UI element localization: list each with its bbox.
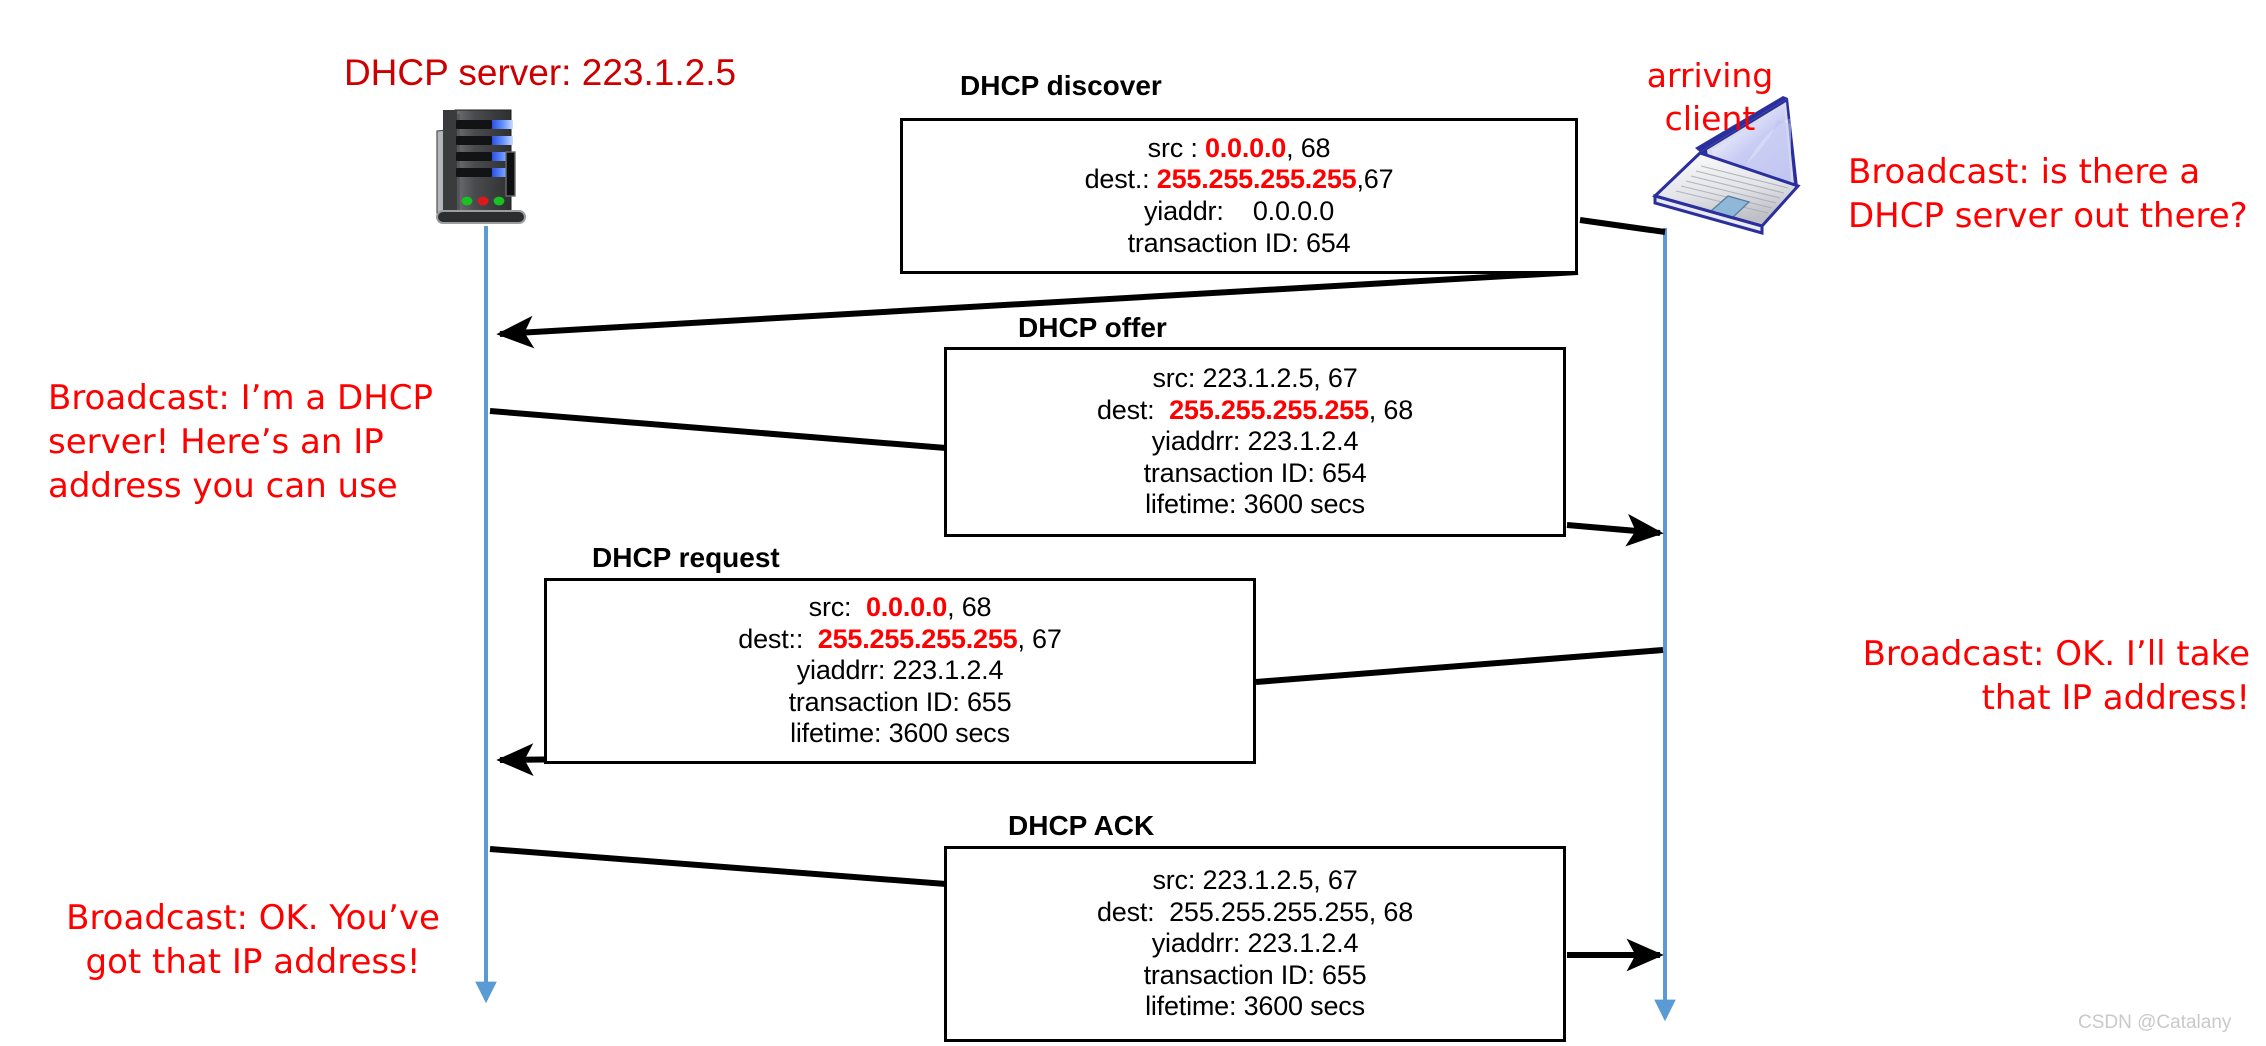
field-label: yiaddr: bbox=[1143, 196, 1253, 226]
arrow-discover-to-server bbox=[496, 269, 1579, 349]
field-label: dest.: bbox=[1084, 164, 1157, 195]
arrow-offer-to-client bbox=[1566, 513, 1664, 547]
message-field: transaction ID: 655 bbox=[789, 687, 1012, 719]
message-field: src: 0.0.0.0, 68 bbox=[809, 592, 992, 624]
server-tower-icon bbox=[436, 109, 526, 224]
field-label: transaction ID: bbox=[1143, 959, 1322, 990]
arrow-request-from-client bbox=[1255, 647, 1664, 685]
message-field: lifetime: 3600 secs bbox=[1145, 991, 1365, 1023]
field-value: 255.255.255.255 bbox=[1169, 896, 1369, 927]
message-field: dest: 255.255.255.255, 68 bbox=[1097, 395, 1413, 427]
client-caption: arriving client bbox=[1646, 56, 1774, 138]
field-label: dest: bbox=[1096, 394, 1170, 425]
dhcp-offer-title: DHCP offer bbox=[1018, 312, 1167, 343]
message-field: dest: 255.255.255.255, 68 bbox=[1097, 897, 1413, 929]
message-field: yiaddrr: 223.1.2.4 bbox=[1152, 928, 1359, 960]
field-label: yiaddrr: bbox=[796, 655, 893, 686]
field-value: 3600 secs bbox=[888, 718, 1010, 749]
field-label: src : bbox=[1147, 132, 1205, 163]
dhcp-ack-title: DHCP ACK bbox=[1008, 810, 1155, 841]
arrow-discover-from-client bbox=[1579, 217, 1666, 235]
message-field: yiaddrr: 223.1.2.4 bbox=[797, 655, 1004, 687]
message-field: src: 223.1.2.5, 67 bbox=[1152, 865, 1357, 897]
arrow-offer-from-server bbox=[489, 408, 947, 451]
message-field: lifetime: 3600 secs bbox=[790, 718, 1010, 750]
field-label: lifetime: bbox=[1145, 489, 1244, 520]
field-label: lifetime: bbox=[790, 718, 889, 749]
field-label: src: bbox=[1152, 865, 1203, 896]
field-value: 223.1.2.5 bbox=[1202, 363, 1314, 394]
message-field: yiaddrr: 223.1.2.4 bbox=[1152, 426, 1359, 458]
field-label: src: bbox=[1152, 363, 1203, 394]
field-value: 655 bbox=[966, 686, 1012, 717]
field-label: transaction ID: bbox=[788, 686, 967, 717]
field-tail: , 68 bbox=[947, 592, 992, 623]
field-tail: , 67 bbox=[1017, 623, 1062, 654]
message-field: src: 223.1.2.5, 67 bbox=[1152, 363, 1357, 395]
field-value: 0.0.0.0 bbox=[865, 592, 948, 623]
field-tail: , 68 bbox=[1368, 896, 1414, 927]
message-field: transaction ID: 655 bbox=[1144, 960, 1367, 992]
message-field: transaction ID: 654 bbox=[1128, 228, 1351, 260]
field-value: 255.255.255.255 bbox=[1169, 394, 1369, 425]
arrow-ack-from-server bbox=[489, 846, 947, 887]
field-tail: , 67 bbox=[1313, 865, 1358, 896]
field-value: 255.255.255.255 bbox=[1156, 164, 1357, 195]
laptop-icon bbox=[1652, 96, 1801, 235]
message-field: src : 0.0.0.0, 68 bbox=[1148, 133, 1331, 165]
field-label: transaction ID: bbox=[1127, 227, 1306, 258]
dhcp-discover-title: DHCP discover bbox=[960, 70, 1162, 101]
annotation-server-ack-note: Broadcast: OK. You’ve got that IP addres… bbox=[66, 898, 440, 983]
message-field: yiaddr: 0.0.0.0 bbox=[1144, 196, 1334, 228]
field-value: 223.1.2.4 bbox=[1247, 426, 1359, 457]
field-value: 0.0.0.0 bbox=[1204, 132, 1287, 163]
field-label: transaction ID: bbox=[1143, 457, 1322, 488]
field-value: 655 bbox=[1321, 959, 1367, 990]
field-tail: ,67 bbox=[1356, 164, 1394, 195]
annotation-server-offer-note: Broadcast: I’m a DHCP server! Here’s an … bbox=[48, 378, 434, 507]
watermark: CSDN @Catalany bbox=[2078, 1012, 2232, 1033]
annotation-client-request-note: Broadcast: OK. I’ll take that IP address… bbox=[1862, 634, 2250, 719]
field-value: 255.255.255.255 bbox=[817, 623, 1018, 654]
field-value: 3600 secs bbox=[1243, 489, 1365, 520]
message-field: dest.: 255.255.255.255,67 bbox=[1085, 164, 1394, 196]
field-value: 223.1.2.4 bbox=[1247, 928, 1359, 959]
message-field: dest:: 255.255.255.255, 67 bbox=[738, 623, 1062, 656]
field-tail: , 68 bbox=[1368, 394, 1414, 425]
server-caption: DHCP server: 223.1.2.5 bbox=[343, 52, 737, 93]
field-value: 223.1.2.4 bbox=[892, 655, 1004, 686]
field-tail: , 68 bbox=[1286, 132, 1331, 163]
field-label: yiaddrr: bbox=[1151, 426, 1248, 457]
field-tail: , 67 bbox=[1313, 363, 1358, 394]
field-label: yiaddrr: bbox=[1151, 928, 1248, 959]
field-value: 3600 secs bbox=[1243, 991, 1365, 1022]
field-label: src: bbox=[808, 592, 866, 623]
field-value: 654 bbox=[1305, 227, 1351, 258]
field-value: 223.1.2.5 bbox=[1202, 865, 1314, 896]
field-value: 0.0.0.0 bbox=[1252, 196, 1335, 226]
field-label: dest:: bbox=[738, 623, 818, 654]
field-label: lifetime: bbox=[1145, 991, 1244, 1022]
message-field: transaction ID: 654 bbox=[1144, 458, 1367, 490]
field-value: 654 bbox=[1321, 457, 1367, 488]
dhcp-request-title: DHCP request bbox=[592, 542, 780, 573]
message-field: lifetime: 3600 secs bbox=[1145, 489, 1365, 521]
annotation-client-discover-note: Broadcast: is there a DHCP server out th… bbox=[1848, 152, 2248, 237]
field-label: dest: bbox=[1096, 896, 1170, 927]
